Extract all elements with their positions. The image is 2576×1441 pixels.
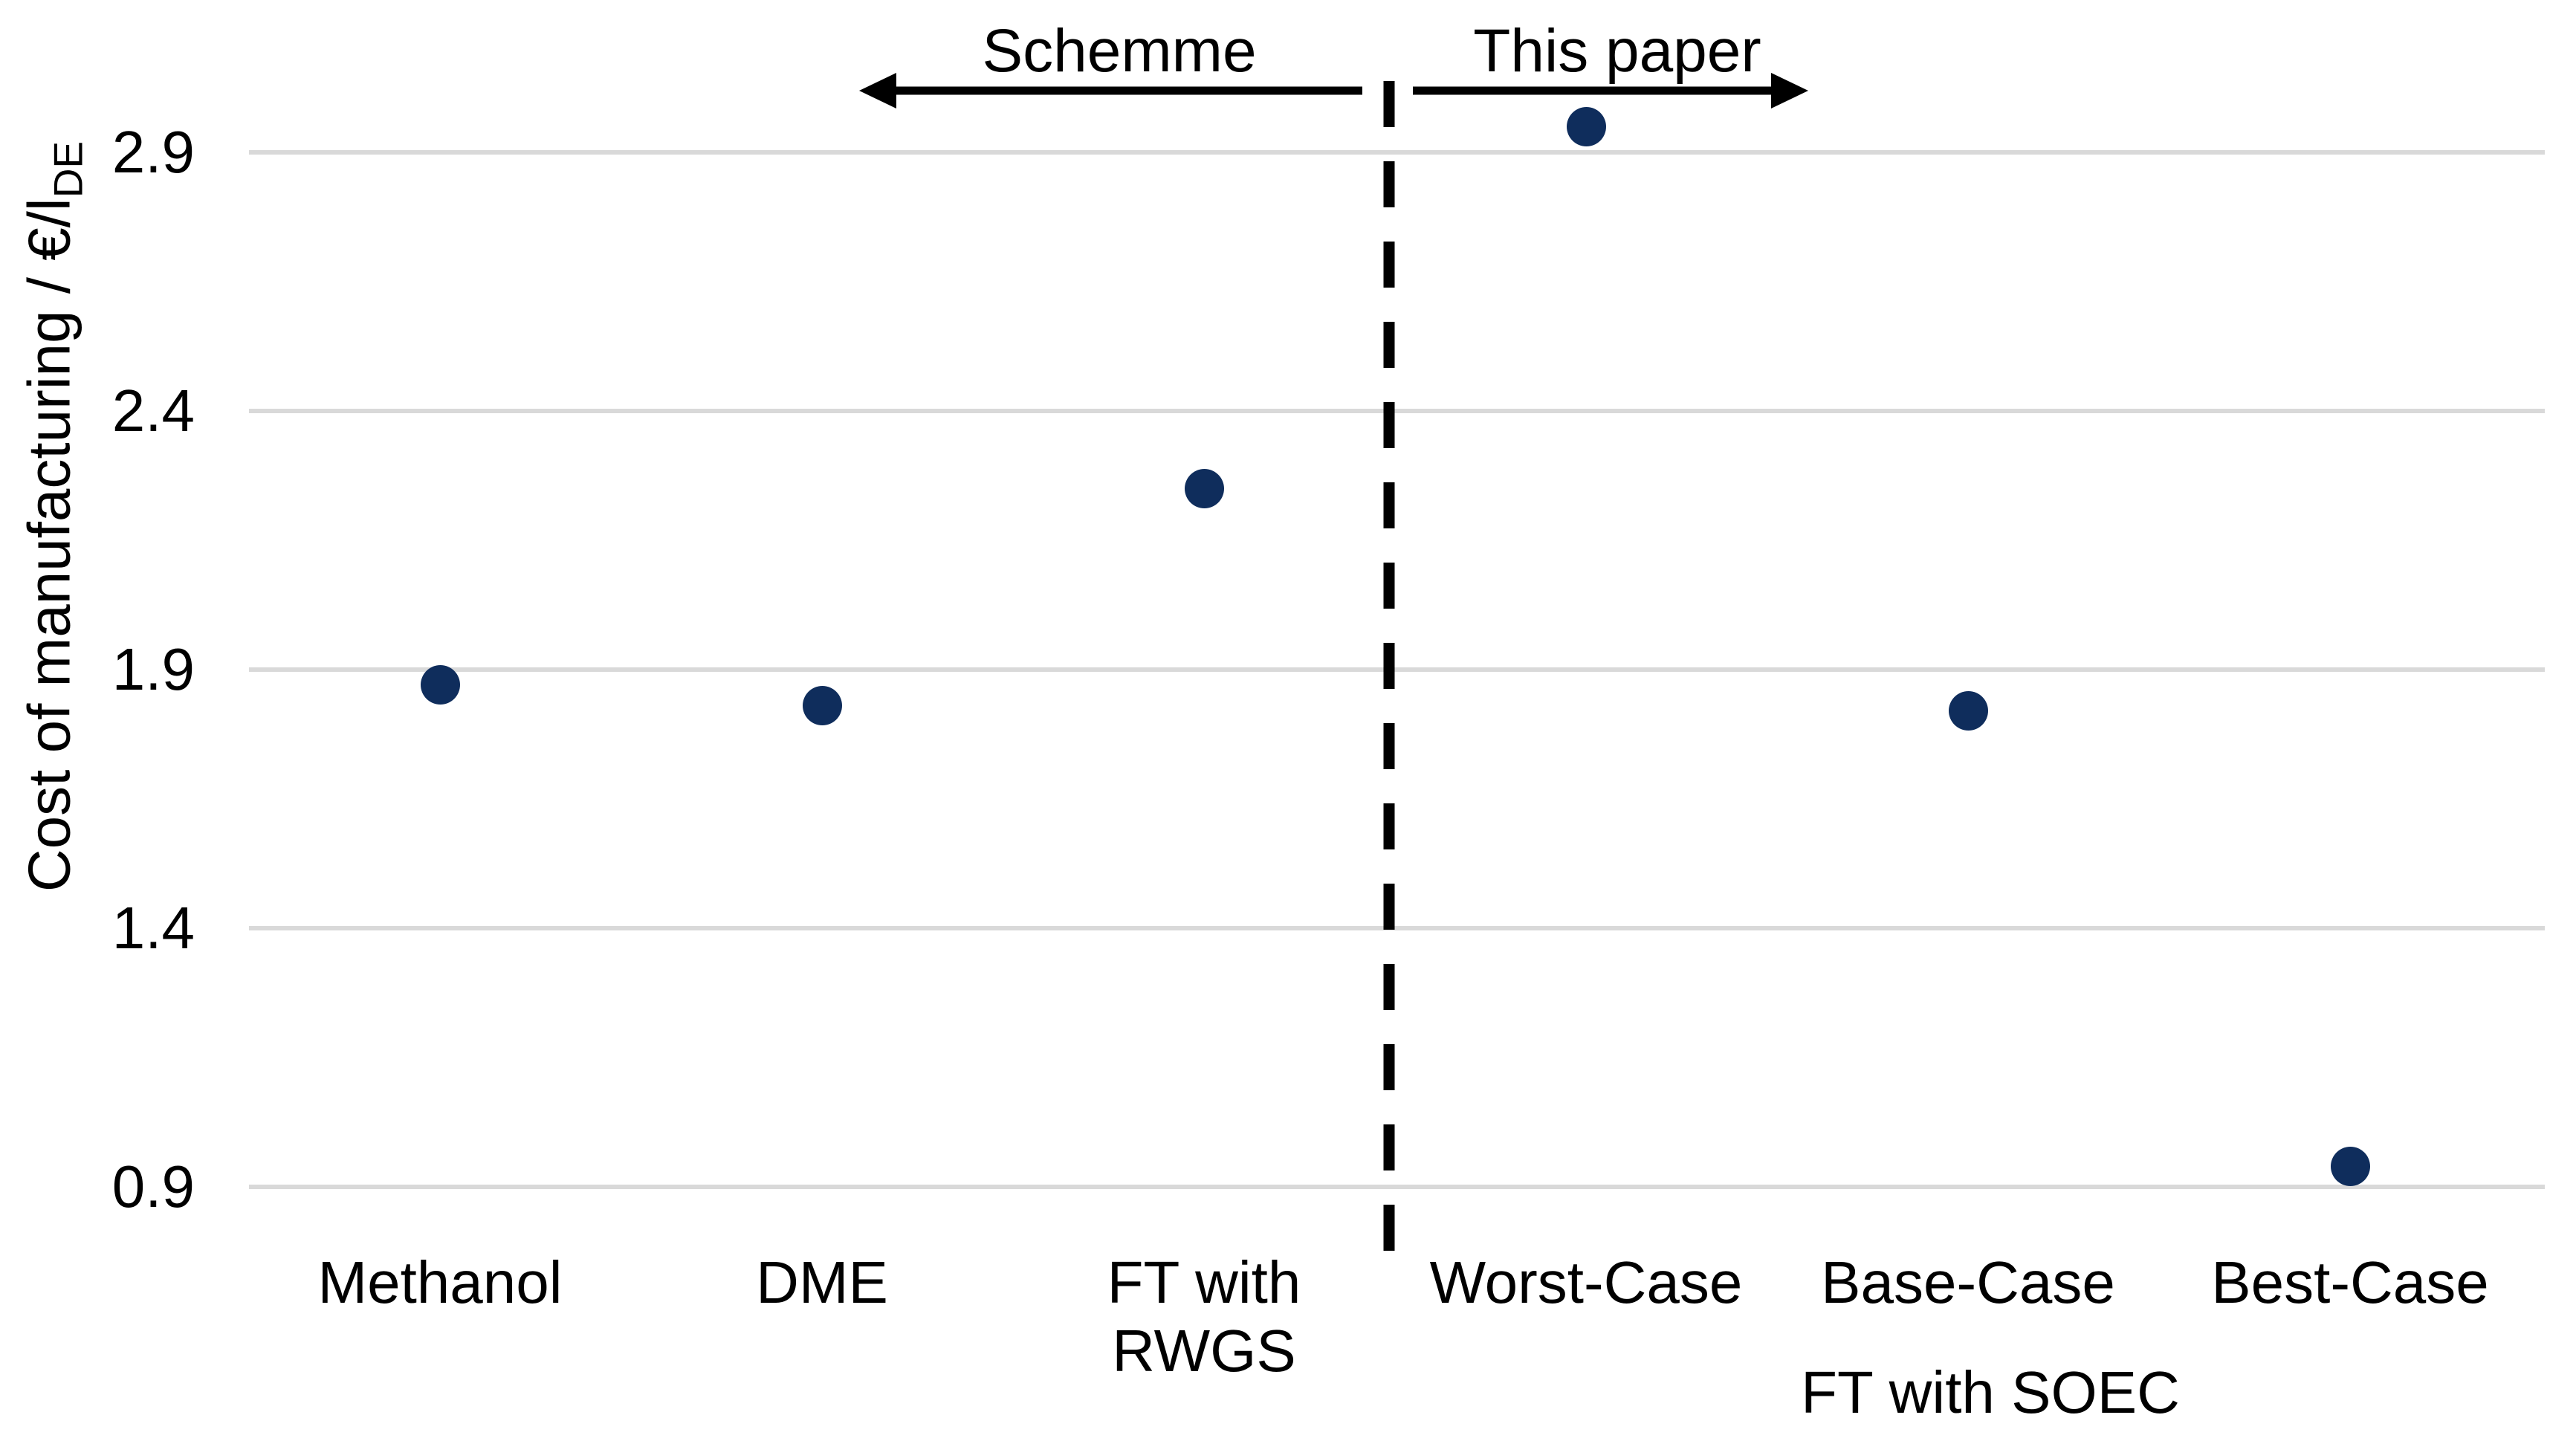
left-arrow bbox=[859, 73, 1362, 109]
data-point-methanol bbox=[420, 665, 460, 705]
x-axis-label-line: DME bbox=[756, 1249, 888, 1315]
right-arrowhead-icon bbox=[1771, 73, 1808, 109]
x-axis-label-dme: DME bbox=[614, 1249, 1030, 1317]
right-arrow bbox=[1413, 73, 1808, 109]
gridline-2.9 bbox=[249, 150, 2545, 155]
data-point-best-case bbox=[2330, 1146, 2370, 1186]
x-axis-label-line: FT with bbox=[1107, 1249, 1301, 1315]
x-axis-label-line: Base-Case bbox=[1821, 1249, 2115, 1315]
x-axis-label-line: Methanol bbox=[317, 1249, 563, 1315]
x-axis-label-base-case: Base-Case bbox=[1760, 1249, 2176, 1317]
y-tick-label-1.4: 1.4 bbox=[111, 895, 195, 961]
group-label-schemme: Schemme bbox=[982, 17, 1257, 85]
x-axis-label-best-case: Best-Case bbox=[2142, 1249, 2558, 1317]
gridline-1.4 bbox=[249, 926, 2545, 930]
y-tick-label-1.9: 1.9 bbox=[111, 636, 195, 702]
x-axis-label-line: Worst-Case bbox=[1429, 1249, 1743, 1315]
x-axis-label-worst-case: Worst-Case bbox=[1378, 1249, 1794, 1317]
gridline-1.9 bbox=[249, 667, 2545, 672]
gridline-0.9 bbox=[249, 1185, 2545, 1189]
y-tick-label-2.9: 2.9 bbox=[111, 119, 195, 185]
y-tick-label-0.9: 0.9 bbox=[111, 1153, 195, 1220]
x-axis-label-methanol: Methanol bbox=[232, 1249, 648, 1317]
x-axis-label-line: Best-Case bbox=[2211, 1249, 2489, 1315]
x-axis-label-line: RWGS bbox=[1112, 1318, 1296, 1384]
group-label-this-paper: This paper bbox=[1473, 17, 1761, 85]
y-tick-label-2.4: 2.4 bbox=[111, 378, 195, 444]
data-point-base-case bbox=[1948, 691, 1988, 731]
x-axis-group-label: FT with SOEC bbox=[1801, 1359, 2180, 1425]
left-arrowhead-icon bbox=[859, 73, 896, 109]
data-point-worst-case bbox=[1566, 106, 1606, 146]
data-point-ft-with-rwgs bbox=[1184, 468, 1224, 508]
data-point-dme bbox=[802, 686, 842, 726]
gridline-2.4 bbox=[249, 409, 2545, 413]
